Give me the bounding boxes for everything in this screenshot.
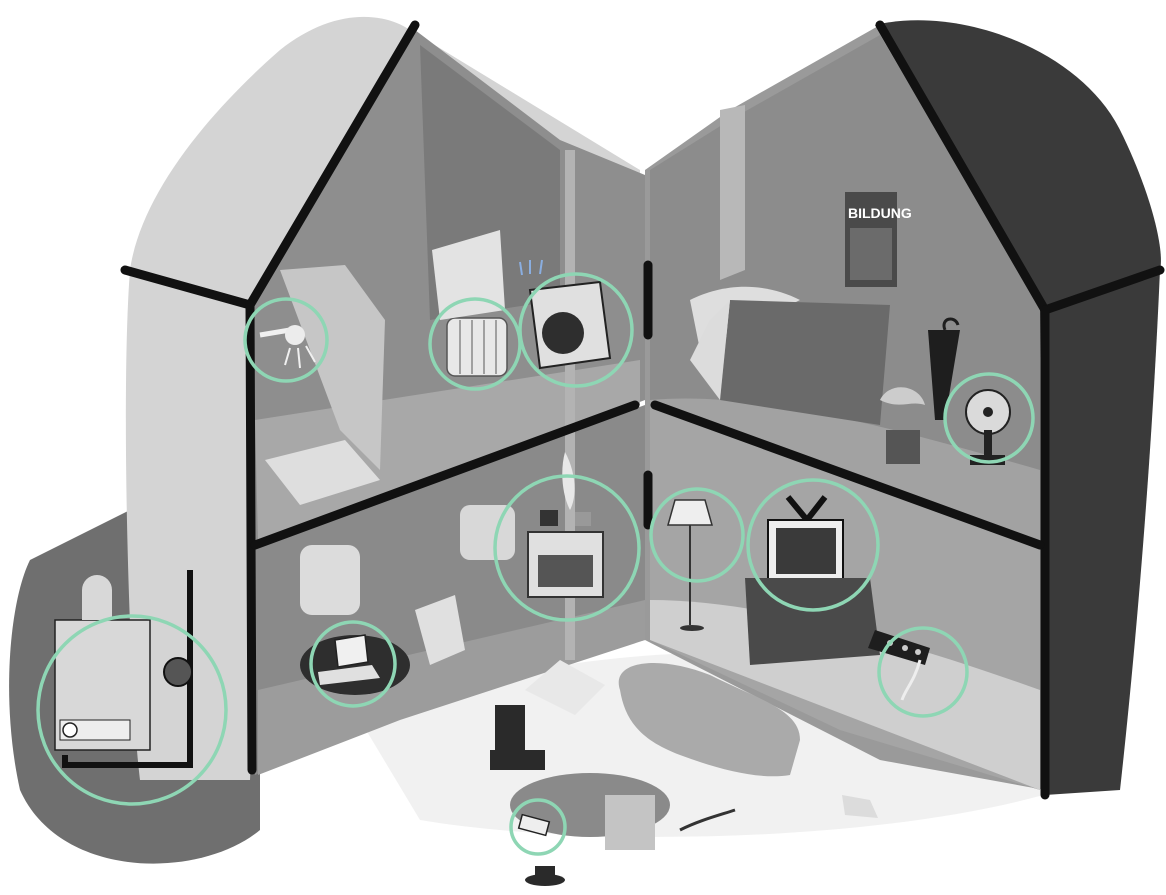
coffee-table — [510, 773, 670, 850]
corner-pillar — [720, 105, 745, 280]
hat — [525, 866, 565, 886]
poster-title: BILDUNG — [848, 205, 912, 221]
right-side-wall-dark — [1040, 270, 1160, 795]
house-outline-left-wall — [250, 305, 252, 770]
